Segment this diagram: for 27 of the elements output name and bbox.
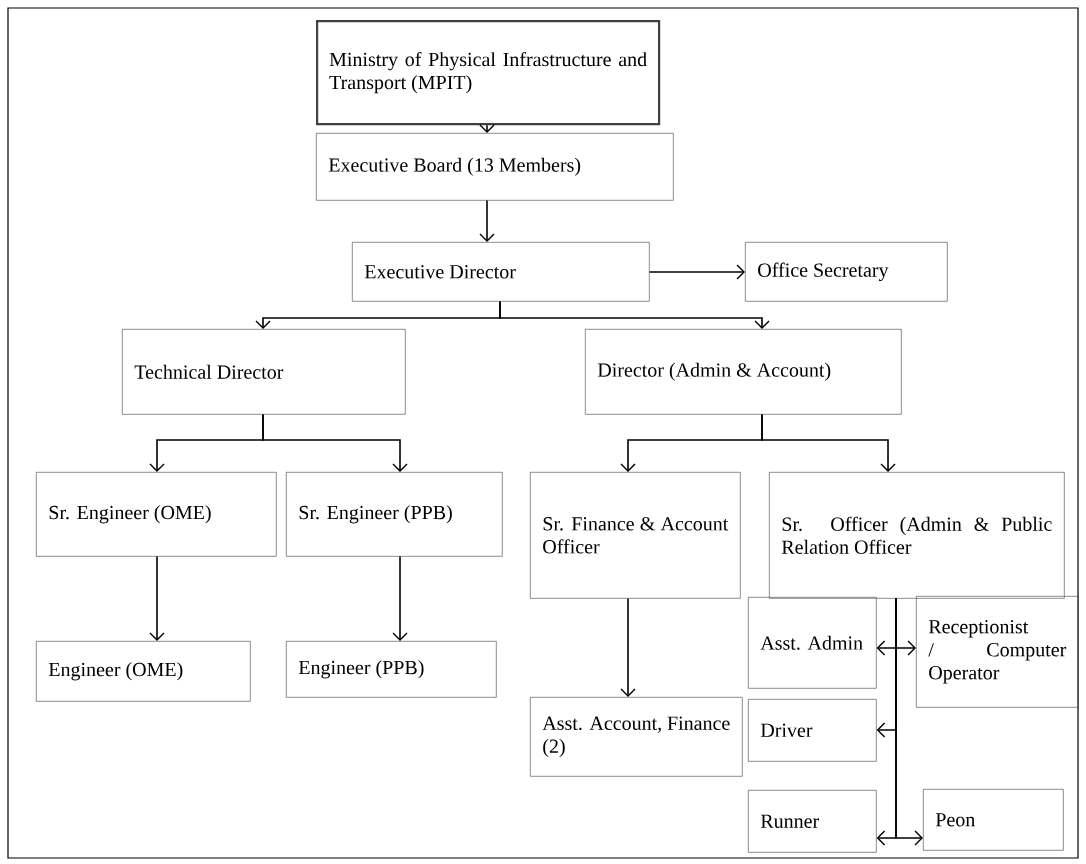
org-box: Sr. Finance & Account Officer: [530, 472, 741, 599]
org-box: Technical Director: [122, 329, 406, 415]
org-box: Engineer (OME): [36, 641, 251, 702]
org-box: Executive Board (13 Members): [316, 133, 674, 201]
org-box: Asst. Account, Finance (2): [530, 697, 743, 777]
org-box: Engineer (PPB): [286, 641, 497, 698]
org-box: Asst. Admin: [748, 597, 877, 689]
arrow: [392, 555, 408, 641]
org-box: Director (Admin & Account): [585, 329, 902, 415]
org-box: Receptionist / Computer Operator: [916, 596, 1079, 708]
arrow: [262, 413, 408, 472]
org-box: Sr. Engineer (OME): [36, 472, 277, 557]
org-box: Executive Director: [352, 242, 650, 302]
arrow: [620, 597, 636, 697]
arrow: [479, 199, 495, 242]
org-box: Ministry of Physical Infrastructure and Transport (MPIT): [316, 20, 661, 126]
org-box: Driver: [748, 699, 877, 762]
org-box: Sr. Officer (Admin & Public Relation Officer: [769, 472, 1065, 599]
org-box: Runner: [748, 790, 877, 853]
arrow: [761, 413, 896, 472]
arrow: [149, 555, 165, 641]
arrow: [895, 597, 924, 846]
org-box: Peon: [923, 789, 1064, 851]
arrow: [499, 300, 770, 329]
org-box: Sr. Engineer (PPB): [286, 472, 503, 557]
org-box: Office Secretary: [745, 242, 948, 302]
arrow: [648, 264, 745, 280]
